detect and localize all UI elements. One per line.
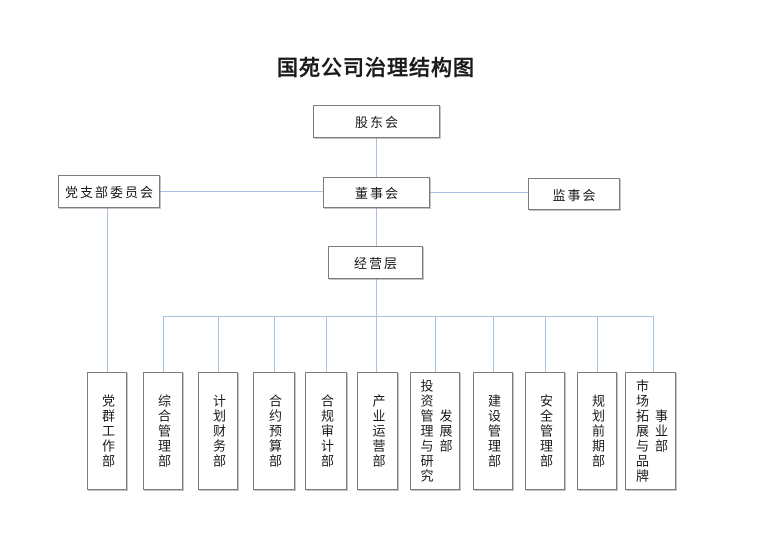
- dept-label-column-1: 市场拓展与品牌: [634, 378, 649, 484]
- connector-management-down: [376, 279, 377, 372]
- dept-label: 安全管理部: [538, 393, 553, 469]
- dept-label: 合约预算部: [267, 393, 282, 469]
- dept-label-column-1: 投资管理与研究: [418, 378, 434, 484]
- dept-label: 产业运营部: [370, 393, 386, 469]
- dept-box-party-masses-work: 党群工作部: [87, 372, 127, 490]
- dept-label: 综合管理部: [156, 393, 171, 469]
- connector-party-to-dept1: [107, 208, 108, 372]
- node-shareholders-meeting: 股东会: [313, 105, 440, 138]
- connector-drop-dept7: [435, 316, 436, 372]
- dept-label: 合规审计部: [319, 393, 334, 469]
- dept-box-compliance-audit: 合规审计部: [305, 372, 347, 490]
- connector-distribution-bar: [163, 316, 654, 317]
- node-board-of-directors: 董事会: [323, 177, 430, 208]
- connector-drop-dept3: [218, 316, 219, 372]
- connector-drop-dept11: [653, 316, 654, 372]
- dept-label: 建设管理部: [486, 393, 501, 469]
- dept-label: 党群工作部: [100, 393, 115, 469]
- dept-box-investment-management-research-development: 投资管理与研究 发展部: [410, 372, 460, 490]
- dept-label: 计划财务部: [211, 393, 226, 469]
- connector-drop-dept4: [274, 316, 275, 372]
- dept-box-planning-preliminary: 规划前期部: [577, 372, 617, 490]
- dept-box-general-management: 综合管理部: [143, 372, 183, 490]
- dept-box-industry-operation: 产业运营部: [357, 372, 398, 490]
- dept-box-safety-management: 安全管理部: [525, 372, 565, 490]
- node-management-level: 经营层: [328, 246, 423, 279]
- connector-party-to-board: [160, 191, 323, 192]
- node-supervisory-board: 监事会: [528, 178, 620, 210]
- dept-label-column-2: 发展部: [437, 408, 453, 454]
- dept-label-column-2: 事业部: [653, 408, 668, 454]
- connector-board-to-management: [376, 208, 377, 246]
- dept-box-market-expansion-brand-business: 市场拓展与品牌 事业部: [625, 372, 676, 490]
- connector-drop-dept10: [597, 316, 598, 372]
- node-party-branch-committee: 党支部委员会: [58, 175, 160, 208]
- dept-box-construction-management: 建设管理部: [473, 372, 513, 490]
- connector-shareholders-to-board: [376, 138, 377, 177]
- connector-drop-dept5: [326, 316, 327, 372]
- dept-label: 规划前期部: [590, 393, 605, 469]
- dept-box-planning-finance: 计划财务部: [198, 372, 238, 490]
- connector-board-to-supervisory: [430, 192, 528, 193]
- dept-box-contract-budget: 合约预算部: [253, 372, 295, 490]
- connector-drop-dept8: [493, 316, 494, 372]
- connector-drop-dept9: [545, 316, 546, 372]
- chart-title: 国苑公司治理结构图: [277, 56, 475, 80]
- connector-drop-dept2: [163, 316, 164, 372]
